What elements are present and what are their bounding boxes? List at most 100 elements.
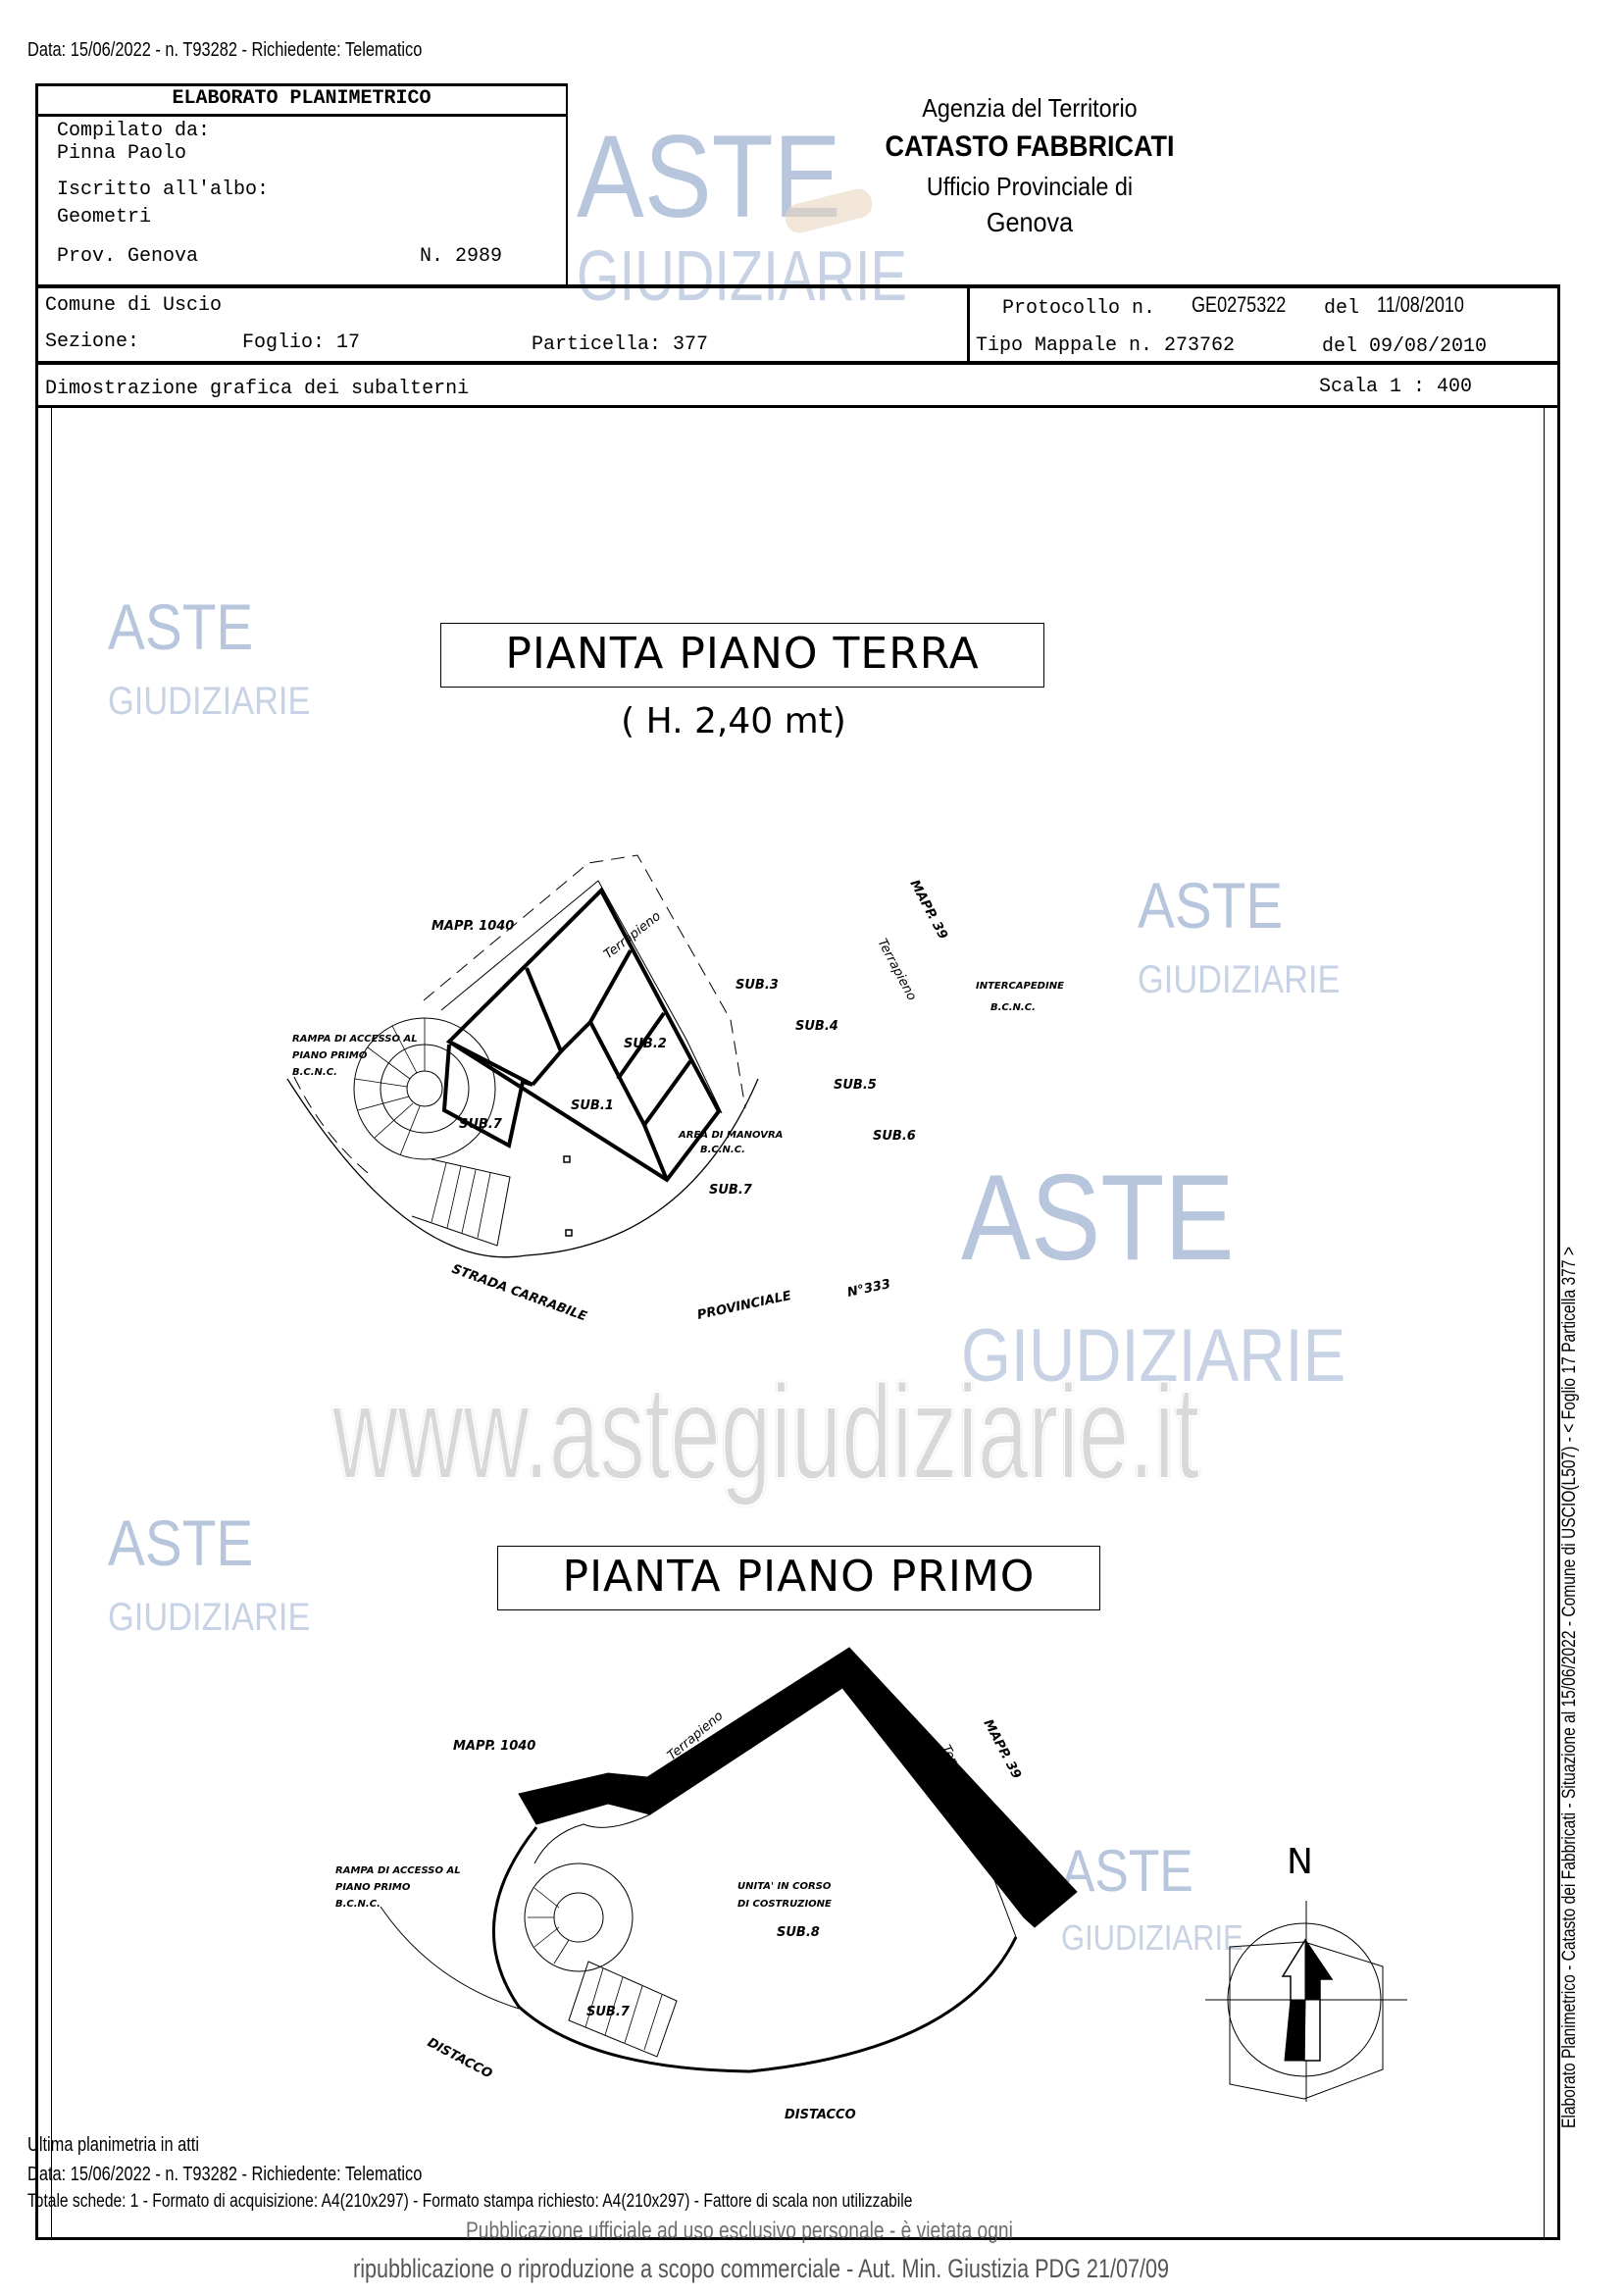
footer-request-info: Data: 15/06/2022 - n. T93282 - Richieden… <box>27 2164 423 2185</box>
watermark-aste-text: ASTE <box>1138 869 1284 942</box>
label-mapp-1040: MAPP. 1040 <box>431 919 514 934</box>
agency-name: Agenzia del Territorio <box>922 93 1138 123</box>
footer-totale: Totale schede: 1 - Formato di acquisizio… <box>27 2191 913 2212</box>
compiler-box <box>35 83 568 286</box>
publication-notice-2: ripubblicazione o riproduzione a scopo c… <box>353 2254 1170 2283</box>
ramp-core <box>406 1070 443 1107</box>
ground-floor-height: ( H. 2,40 mt) <box>621 701 846 741</box>
parcel-box <box>35 284 1560 365</box>
first-floor-title: PIANTA PIANO PRIMO <box>497 1546 1100 1610</box>
label-sub-5: SUB.5 <box>834 1078 877 1093</box>
last-plan-note: Ultima planimetria in atti <box>27 2134 200 2156</box>
ground-floor-plan <box>286 854 759 1258</box>
terrapieno-line <box>440 880 723 1114</box>
ramp-steps <box>528 1887 570 1964</box>
boundary-line <box>380 1906 520 2010</box>
register-number: N. 2989 <box>420 245 503 268</box>
dashed-boundary <box>423 854 746 1109</box>
comune: Comune di Uscio <box>45 294 223 317</box>
label-terrapieno: Terrapieno <box>874 937 919 1003</box>
label-unita: DI COSTRUZIONE <box>737 1899 832 1910</box>
compiled-label: Compilato da: <box>57 120 211 142</box>
watermark-url: www.astegiudiziarie.it <box>331 1357 1200 1506</box>
building-outline <box>445 887 722 1183</box>
catasto-title: CATASTO FABBRICATI <box>885 130 1175 163</box>
ground-floor-labels: MAPP. 1040 Terrapieno MAPP. 39 Terrapien… <box>292 878 1064 1325</box>
divider <box>35 405 1560 408</box>
label-rampa: RAMPA DI ACCESSO AL <box>335 1865 461 1876</box>
province: Prov. Genova <box>57 245 199 268</box>
label-intercapedine: INTERCAPEDINE <box>976 981 1064 992</box>
watermark-aste-text: ASTE <box>108 1506 254 1579</box>
ramp-outer <box>524 1862 634 1972</box>
label-rampa: B.C.N.C. <box>292 1067 337 1078</box>
label-road-number: N°333 <box>846 1277 892 1301</box>
label-area-manovra: AREA DI MANOVRA <box>678 1130 783 1141</box>
watermark-giudiziarie: GIUDIZIARIE <box>577 241 907 312</box>
ramp-steps <box>354 1018 426 1156</box>
foglio: Foglio: 17 <box>242 332 361 354</box>
register-value: Geometri <box>57 206 152 229</box>
watermark-giudiziarie-text: GIUDIZIARIE <box>108 680 311 723</box>
publication-notice: Pubblicazione ufficiale ad uso esclusivo… <box>466 2218 1013 2244</box>
sub-1-outline <box>441 1040 533 1149</box>
scale: Scala 1 : 400 <box>1319 376 1473 398</box>
protocollo-date: 11/08/2010 <box>1377 292 1464 317</box>
sub-2-outline <box>525 967 564 1087</box>
label-distacco: DISTACCO <box>425 2035 494 2081</box>
inner-wall <box>533 1813 651 1864</box>
label-mapp-39: MAPP. 39 <box>906 878 949 943</box>
watermark-giudiziarie-text: GIUDIZIARIE <box>1138 958 1341 1001</box>
label-rampa: RAMPA DI ACCESSO AL <box>292 1034 418 1045</box>
label-sub-2: SUB.2 <box>624 1037 667 1051</box>
label-intercapedine-bcnc: B.C.N.C. <box>990 1002 1036 1013</box>
label-rampa: PIANO PRIMO <box>335 1882 411 1893</box>
register-label: Iscritto all'albo: <box>57 179 270 201</box>
watermark-giudiziarie-text: GIUDIZIARIE <box>108 1596 311 1639</box>
watermark-aste-text: ASTE <box>108 590 254 663</box>
ground-floor-title: PIANTA PIANO TERRA <box>440 623 1044 688</box>
label-sub-6: SUB.6 <box>873 1129 916 1144</box>
watermark-giudiziarie-text: GIUDIZIARIE <box>961 1314 1346 1398</box>
label-sub-7: SUB.7 <box>709 1183 753 1198</box>
straight-ramp <box>411 1158 511 1247</box>
window-line <box>985 1856 1017 1938</box>
sub-6-outline <box>642 1059 692 1127</box>
label-area-bcnc: B.C.N.C. <box>700 1145 745 1155</box>
label-strada: STRADA CARRABILE <box>450 1262 589 1325</box>
marker <box>565 1229 573 1237</box>
label-terrapieno: Terrapieno <box>601 909 664 962</box>
divider <box>967 284 970 363</box>
label-rampa: B.C.N.C. <box>335 1899 381 1910</box>
straight-ramp <box>568 1961 678 2058</box>
label-sub-7: SUB.7 <box>459 1117 503 1132</box>
marker <box>563 1155 571 1163</box>
site-boundary-arc <box>286 1078 759 1258</box>
side-info: Elaborato Planimetrico - Catasto dei Fab… <box>1559 1247 1580 2128</box>
watermark-aste-text: ASTE <box>1061 1838 1193 1904</box>
watermark-aste-text: ASTE <box>961 1150 1235 1286</box>
particella: Particella: 377 <box>532 333 709 356</box>
label-rampa: PIANO PRIMO <box>292 1050 368 1061</box>
label-mapp-39: MAPP. 39 <box>980 1717 1023 1782</box>
north-arrow-icon <box>1205 1901 1407 2102</box>
description: Dimostrazione grafica dei subalterni <box>45 378 470 400</box>
label-sub-7: SUB.7 <box>586 2005 631 2019</box>
label-provinciale: PROVINCIALE <box>696 1289 793 1323</box>
divider <box>35 114 568 117</box>
first-floor-plan <box>380 1647 1407 2102</box>
watermark-giudiziarie-text: GIUDIZIARIE <box>577 237 907 316</box>
label-sub-8: SUB.8 <box>777 1925 820 1940</box>
north-label: N <box>1287 1842 1313 1882</box>
request-info: Data: 15/06/2022 - n. T93282 - Richieden… <box>27 39 423 61</box>
label-distacco: DISTACCO <box>785 2108 856 2122</box>
tipo-mappale-date: del 09/08/2010 <box>1322 335 1488 358</box>
ramp-steps <box>431 1162 491 1239</box>
tipo-mappale: Tipo Mappale n. 273762 <box>976 334 1236 357</box>
